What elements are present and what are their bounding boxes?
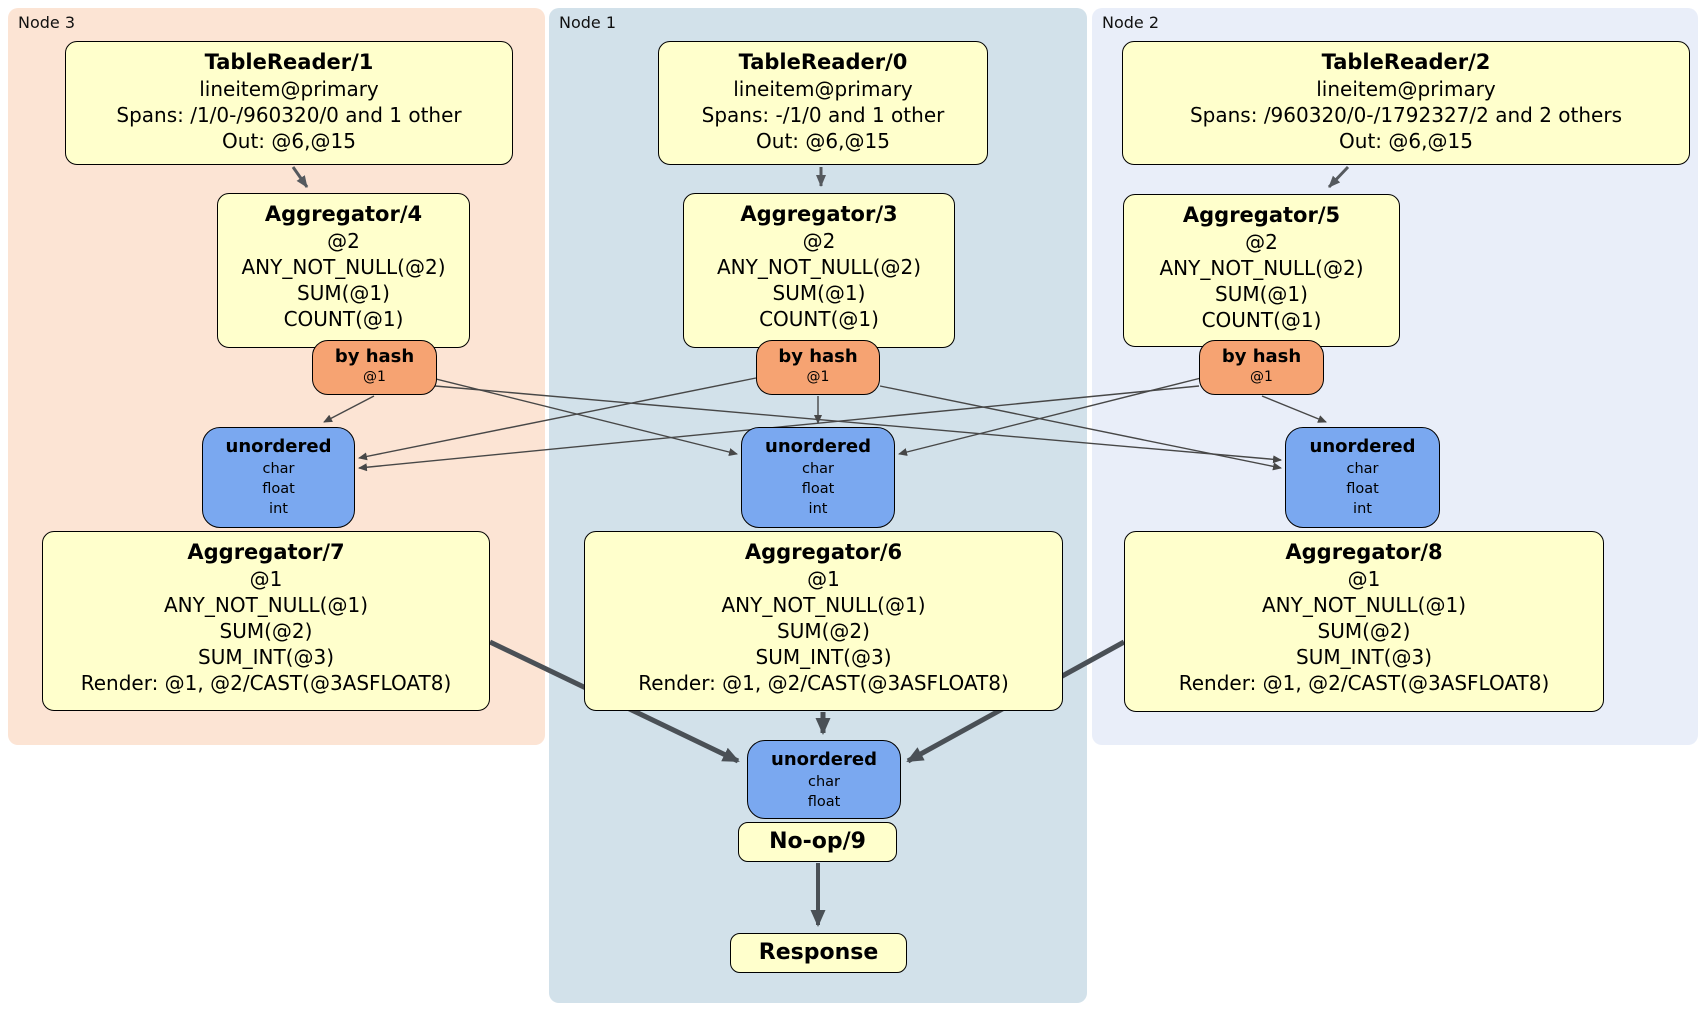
processor-title: Aggregator/6 <box>744 540 903 564</box>
node2-region-label: Node 2 <box>1102 13 1160 32</box>
agg-expr: SUM(@2) <box>219 619 313 643</box>
unordered-sync-node1: unordered char float int <box>741 427 895 528</box>
agg-expr: SUM_INT(@3) <box>1296 645 1432 669</box>
aggregator-7-box: Aggregator/7 @1 ANY_NOT_NULL(@1) SUM(@2)… <box>42 531 490 711</box>
router-title: by hash <box>334 346 415 367</box>
router-title: by hash <box>778 346 858 367</box>
group-columns: @2 <box>1245 230 1278 254</box>
sync-type: float <box>807 794 841 810</box>
agg-expr: SUM(@2) <box>777 619 870 643</box>
tablereader-2-box: TableReader/2 lineitem@primary Spans: /9… <box>1122 41 1690 165</box>
sync-type: float <box>262 481 295 497</box>
render-expr: Render: @1, @2/CAST(@3ASFLOAT8) <box>80 671 452 695</box>
sync-type: int <box>808 501 828 517</box>
sync-type: char <box>1346 461 1379 477</box>
spans-detail: Spans: -/1/0 and 1 other <box>701 103 945 127</box>
agg-expr: SUM_INT(@3) <box>755 645 892 669</box>
agg-expr: SUM(@1) <box>772 281 866 305</box>
group-columns: @2 <box>802 229 836 253</box>
noop-9-box: No-op/9 <box>738 822 897 862</box>
hash-router-node2: by hash @1 <box>1199 340 1324 395</box>
agg-expr: ANY_NOT_NULL(@1) <box>1262 593 1466 617</box>
agg-expr: COUNT(@1) <box>283 307 404 331</box>
router-key: @1 <box>1250 369 1273 385</box>
tablereader-0-box: TableReader/0 lineitem@primary Spans: -/… <box>658 41 988 165</box>
unordered-sync-node3: unordered char float int <box>202 427 355 528</box>
spans-detail: Spans: /960320/0-/1792327/2 and 2 others <box>1189 103 1622 127</box>
router-title: by hash <box>1221 346 1302 367</box>
sync-type: float <box>801 481 835 497</box>
sync-type: int <box>1353 501 1372 517</box>
group-columns: @1 <box>249 567 283 591</box>
agg-expr: ANY_NOT_NULL(@1) <box>164 593 368 617</box>
processor-title: Aggregator/5 <box>1182 203 1341 227</box>
aggregator-3-box: Aggregator/3 @2 ANY_NOT_NULL(@2) SUM(@1)… <box>683 193 955 348</box>
processor-title: Response <box>758 940 879 965</box>
sync-type: char <box>262 461 295 477</box>
aggregator-6-box: Aggregator/6 @1 ANY_NOT_NULL(@1) SUM(@2)… <box>584 531 1063 711</box>
agg-expr: COUNT(@1) <box>1201 308 1322 332</box>
sync-type: char <box>807 774 840 790</box>
processor-title: Aggregator/4 <box>264 202 423 226</box>
out-columns: Out: @6,@15 <box>756 129 890 153</box>
group-columns: @1 <box>1347 567 1381 591</box>
processor-title: Aggregator/7 <box>187 540 345 564</box>
group-columns: @2 <box>327 229 360 253</box>
aggregator-8-box: Aggregator/8 @1 ANY_NOT_NULL(@1) SUM(@2)… <box>1124 531 1604 712</box>
response-box: Response <box>730 933 907 973</box>
agg-expr: SUM(@1) <box>297 281 390 305</box>
aggregator-5-box: Aggregator/5 @2 ANY_NOT_NULL(@2) SUM(@1)… <box>1123 194 1400 347</box>
hash-router-node1: by hash @1 <box>756 340 880 395</box>
render-expr: Render: @1, @2/CAST(@3ASFLOAT8) <box>1178 671 1550 695</box>
sync-type: char <box>801 461 834 477</box>
sync-title: unordered <box>1309 436 1416 457</box>
group-columns: @1 <box>807 567 840 591</box>
agg-expr: SUM_INT(@3) <box>198 645 334 669</box>
sync-title: unordered <box>765 436 871 457</box>
processor-title: Aggregator/8 <box>1285 540 1443 564</box>
spans-detail: Spans: /1/0-/960320/0 and 1 other <box>116 103 462 127</box>
processor-title: TableReader/1 <box>204 50 374 74</box>
sync-type: int <box>269 501 288 517</box>
index-name: lineitem@primary <box>733 77 913 101</box>
sync-title: unordered <box>771 749 877 770</box>
out-columns: Out: @6,@15 <box>222 129 356 153</box>
agg-expr: SUM(@2) <box>1317 619 1411 643</box>
router-key: @1 <box>363 369 386 385</box>
processor-title: TableReader/2 <box>1321 50 1491 74</box>
agg-expr: ANY_NOT_NULL(@1) <box>721 593 926 617</box>
tablereader-1-box: TableReader/1 lineitem@primary Spans: /1… <box>65 41 513 165</box>
agg-expr: ANY_NOT_NULL(@2) <box>241 255 446 279</box>
aggregator-4-box: Aggregator/4 @2 ANY_NOT_NULL(@2) SUM(@1)… <box>217 193 470 348</box>
hash-router-node3: by hash @1 <box>312 340 437 395</box>
render-expr: Render: @1, @2/CAST(@3ASFLOAT8) <box>638 671 1009 695</box>
sync-type: float <box>1346 481 1379 497</box>
index-name: lineitem@primary <box>199 77 379 101</box>
processor-title: TableReader/0 <box>738 50 908 74</box>
unordered-sync-final: unordered char float <box>747 740 901 819</box>
router-key: @1 <box>806 369 830 385</box>
node3-region-label: Node 3 <box>18 13 76 32</box>
processor-title: No-op/9 <box>769 829 866 854</box>
agg-expr: SUM(@1) <box>1215 282 1308 306</box>
agg-expr: ANY_NOT_NULL(@2) <box>717 255 921 279</box>
processor-title: Aggregator/3 <box>740 202 898 226</box>
out-columns: Out: @6,@15 <box>1339 129 1473 153</box>
index-name: lineitem@primary <box>1316 77 1496 101</box>
sync-title: unordered <box>225 436 332 457</box>
agg-expr: COUNT(@1) <box>759 307 879 331</box>
agg-expr: ANY_NOT_NULL(@2) <box>1159 256 1364 280</box>
unordered-sync-node2: unordered char float int <box>1285 427 1440 528</box>
node1-region-label: Node 1 <box>559 13 617 32</box>
